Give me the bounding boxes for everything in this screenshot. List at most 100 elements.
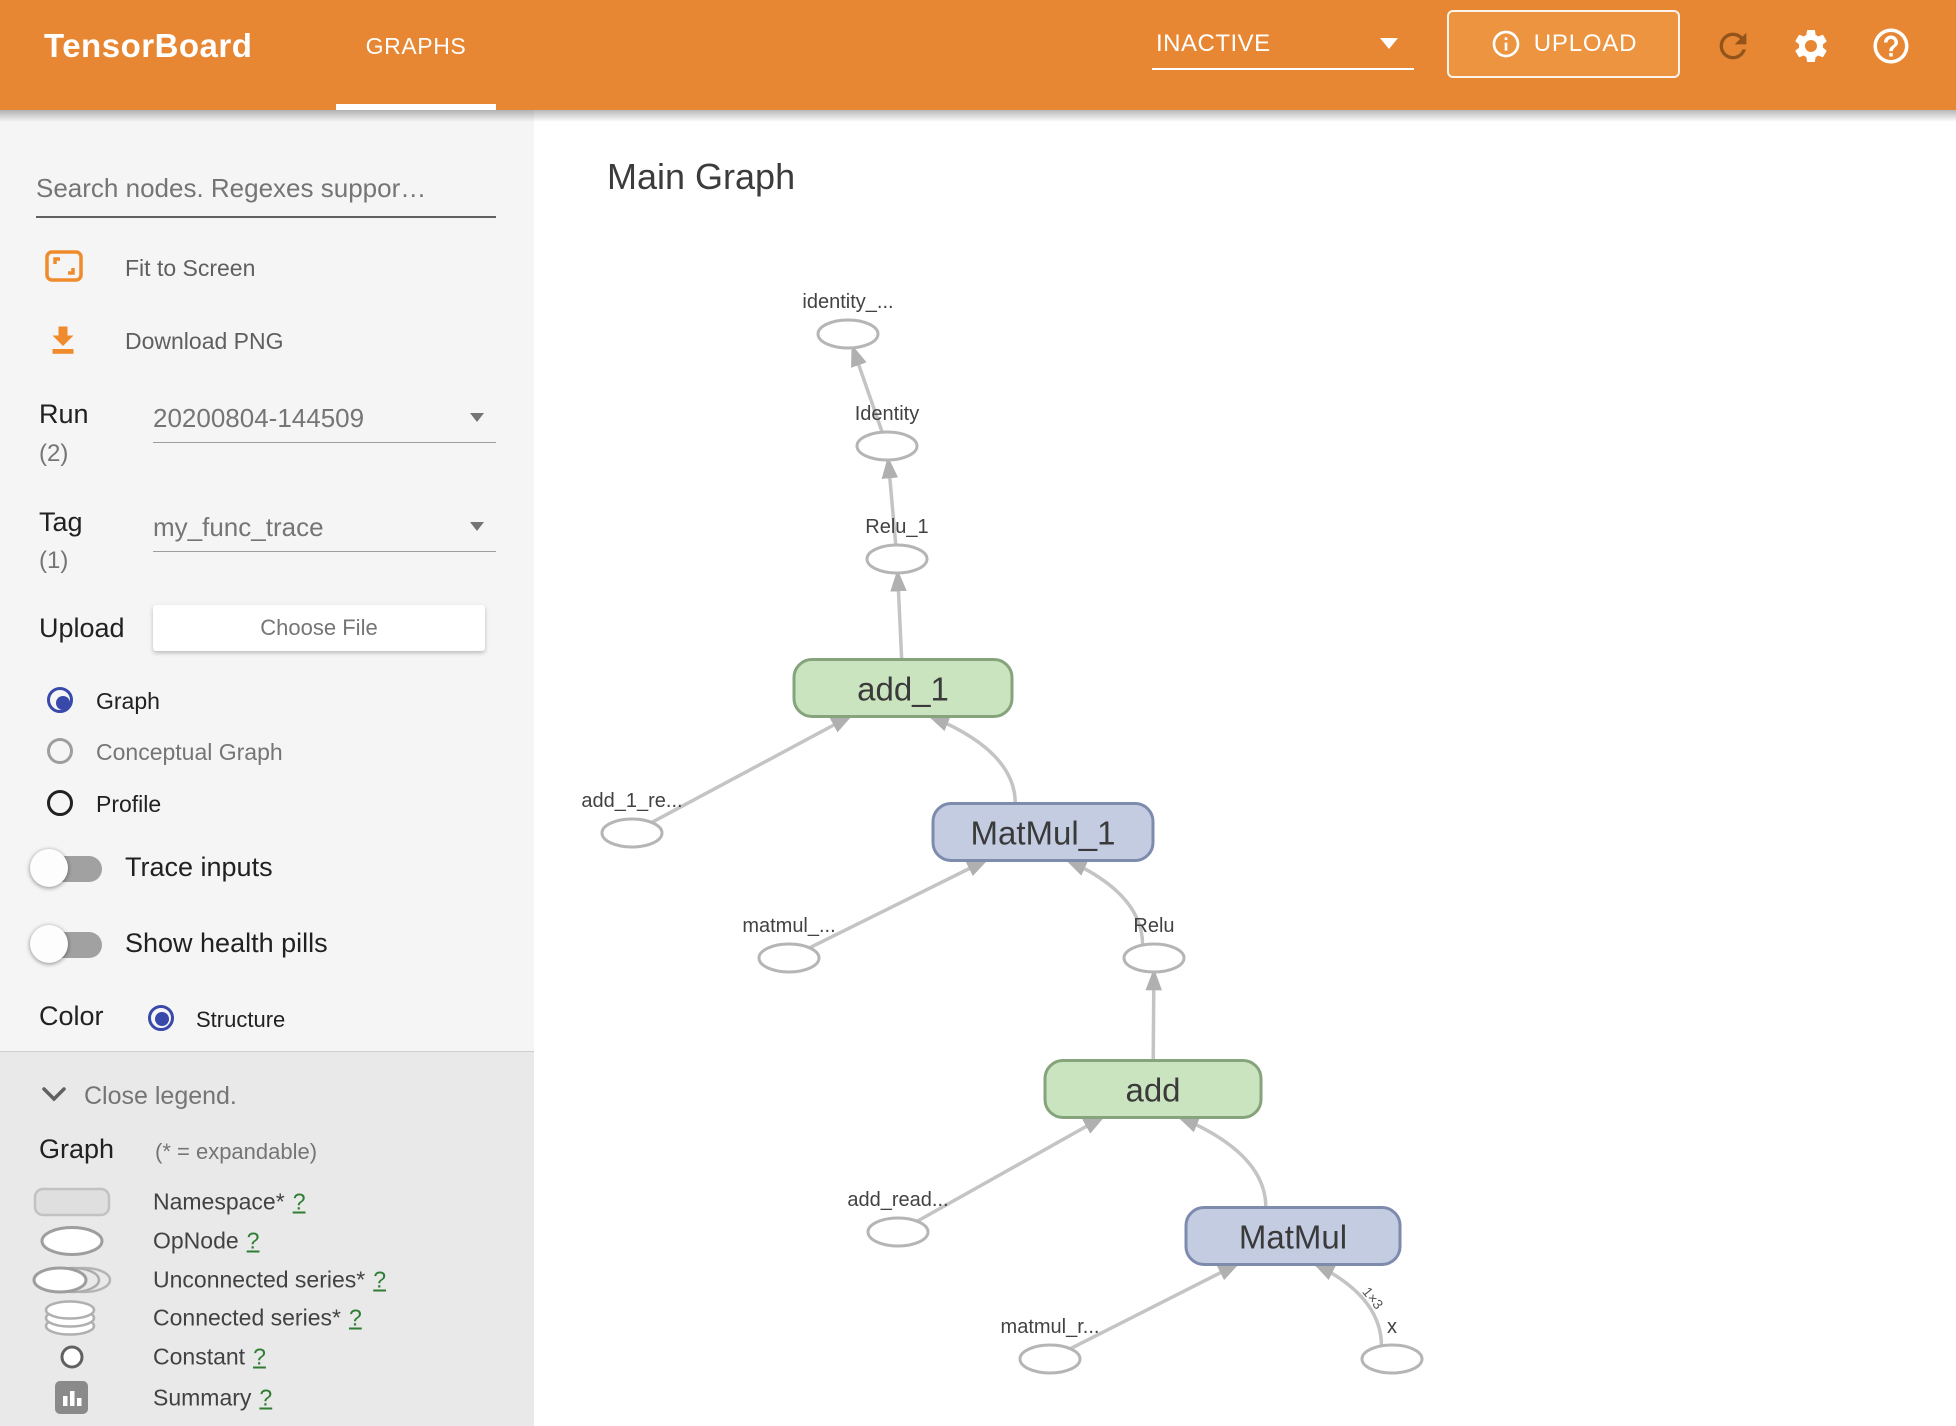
legend-item-opnode: OpNode?	[0, 1221, 534, 1261]
legend-note: (* = expandable)	[155, 1139, 318, 1164]
search-underline	[36, 216, 496, 218]
legend-item-constant: Constant?	[0, 1337, 534, 1377]
graph-node-add_read[interactable]: add_read...	[847, 1189, 949, 1248]
graph-node-Relu_1[interactable]: Relu_1	[865, 516, 929, 575]
opnode-shape-icon	[30, 1224, 114, 1258]
legend-item-connected: Connected series*?	[0, 1298, 534, 1338]
toggle-show-health-pills[interactable]: Show health pills	[0, 922, 534, 966]
action-label: Download PNG	[125, 328, 284, 354]
graph-edge	[890, 569, 907, 660]
unconnected-shape-icon	[30, 1263, 114, 1297]
legend-help-link[interactable]: ?	[348, 1304, 362, 1331]
legend-help-link[interactable]: ?	[373, 1266, 387, 1293]
radio-unselected-icon	[47, 738, 73, 764]
node-label: identity_...	[802, 291, 893, 313]
graph-node-identity_out[interactable]: identity_...	[802, 291, 894, 350]
graph-edge	[1145, 968, 1163, 1061]
close-legend-button[interactable]: Close legend.	[0, 1078, 534, 1114]
legend-help-link[interactable]: ?	[259, 1384, 273, 1411]
page-title: Main Graph	[607, 156, 796, 197]
node-label: MatMul	[1239, 1219, 1347, 1256]
radio-option-graph[interactable]: Graph	[0, 680, 534, 720]
radio-selected-icon	[47, 687, 73, 713]
legend-item-unconnected: Unconnected series*?	[0, 1260, 534, 1300]
legend-item-label: Constant?	[153, 1343, 266, 1370]
graph-node-x[interactable]: x	[1360, 1316, 1424, 1375]
connected-shape-icon	[30, 1298, 114, 1338]
opnode-ellipse	[1018, 1343, 1082, 1375]
radio-unselected-icon	[47, 790, 73, 816]
node-label: Relu_1	[865, 516, 928, 538]
upload-button[interactable]: UPLOAD	[1447, 10, 1680, 78]
function-node-rect	[1043, 1059, 1263, 1119]
graph-edge	[808, 858, 989, 950]
node-label: matmul_...	[742, 915, 835, 937]
node-label: MatMul_1	[971, 815, 1116, 852]
tag-dropdown-value: my_func_trace	[153, 512, 324, 542]
summary-shape-icon	[30, 1381, 114, 1415]
opnode-ellipse	[855, 430, 919, 462]
status-dropdown[interactable]: INACTIVE	[1152, 22, 1414, 70]
node-label: add_1	[857, 671, 949, 708]
graph-node-MatMul[interactable]: MatMul	[1184, 1206, 1402, 1266]
legend-help-link[interactable]: ?	[292, 1188, 306, 1215]
chevron-down-icon	[470, 413, 484, 422]
help-icon[interactable]	[1870, 25, 1912, 67]
graph-node-add[interactable]: add	[1043, 1059, 1263, 1119]
edge-shape-label: 1×3	[1359, 1284, 1386, 1313]
refresh-icon[interactable]	[1713, 26, 1753, 66]
header-shadow	[0, 110, 1956, 122]
radio-label: Profile	[96, 791, 162, 817]
graph-node-Relu[interactable]: Relu	[1122, 915, 1186, 974]
legend-item-label: Summary?	[153, 1384, 273, 1411]
toggle-label: Show health pills	[125, 928, 328, 958]
graph-edge	[1312, 1262, 1384, 1346]
node-label: add_1_re...	[581, 790, 682, 812]
graph-node-matmul_r[interactable]: matmul_r...	[1001, 1316, 1100, 1375]
fit-to-screen-button[interactable]: Fit to Screen	[0, 247, 534, 291]
graph-node-matmul_[interactable]: matmul_...	[742, 915, 836, 974]
upload-button-label: UPLOAD	[1533, 30, 1638, 57]
node-label: Identity	[855, 403, 919, 425]
color-label: Color	[39, 1001, 104, 1031]
upload-label: Upload	[39, 613, 125, 643]
color-structure-radio[interactable]	[148, 1005, 174, 1031]
graph-edge	[881, 456, 899, 546]
node-label: add_read...	[847, 1189, 948, 1211]
chevron-down-icon	[1380, 38, 1398, 49]
choose-file-button[interactable]: Choose File	[153, 605, 485, 651]
radio-option-profile[interactable]: Profile	[0, 783, 534, 823]
radio-label: Conceptual Graph	[96, 739, 283, 765]
legend-help-link[interactable]: ?	[246, 1227, 260, 1254]
graph-node-Identity[interactable]: Identity	[855, 403, 919, 462]
legend-header: Graph	[39, 1134, 115, 1164]
toggle-trace-inputs[interactable]: Trace inputs	[0, 846, 534, 890]
legend-item-label: Unconnected series*?	[153, 1266, 387, 1293]
node-label: x	[1387, 1316, 1397, 1338]
download-png-button[interactable]: Download PNG	[0, 320, 534, 364]
radio-option-conceptual-graph[interactable]: Conceptual Graph	[0, 731, 534, 771]
tab-graphs[interactable]: GRAPHS	[336, 0, 496, 110]
graph-node-add_1_re[interactable]: add_1_re...	[581, 790, 683, 849]
opnode-ellipse	[816, 318, 880, 350]
search-input[interactable]	[36, 168, 496, 208]
graph-node-add_1[interactable]: add_1	[792, 658, 1014, 718]
close-legend-label: Close legend.	[84, 1082, 237, 1110]
run-dropdown[interactable]: 20200804-144509	[153, 397, 496, 443]
legend-help-link[interactable]: ?	[253, 1343, 266, 1370]
radio-label: Graph	[96, 688, 160, 714]
toggle-knob	[30, 849, 68, 887]
graph-edge	[1069, 1262, 1240, 1351]
app-header: TensorBoard GRAPHS INACTIVE UPLOAD	[0, 0, 1956, 110]
node-label: matmul_r...	[1001, 1316, 1100, 1338]
action-label: Fit to Screen	[125, 255, 256, 281]
gear-icon[interactable]	[1791, 26, 1831, 66]
graph-node-MatMul_1[interactable]: MatMul_1	[931, 802, 1155, 862]
legend-item-label: Namespace*?	[153, 1188, 306, 1215]
tag-dropdown[interactable]: my_func_trace	[153, 506, 496, 552]
opnode-ellipse	[865, 543, 929, 575]
run-count: (2)	[39, 440, 69, 467]
